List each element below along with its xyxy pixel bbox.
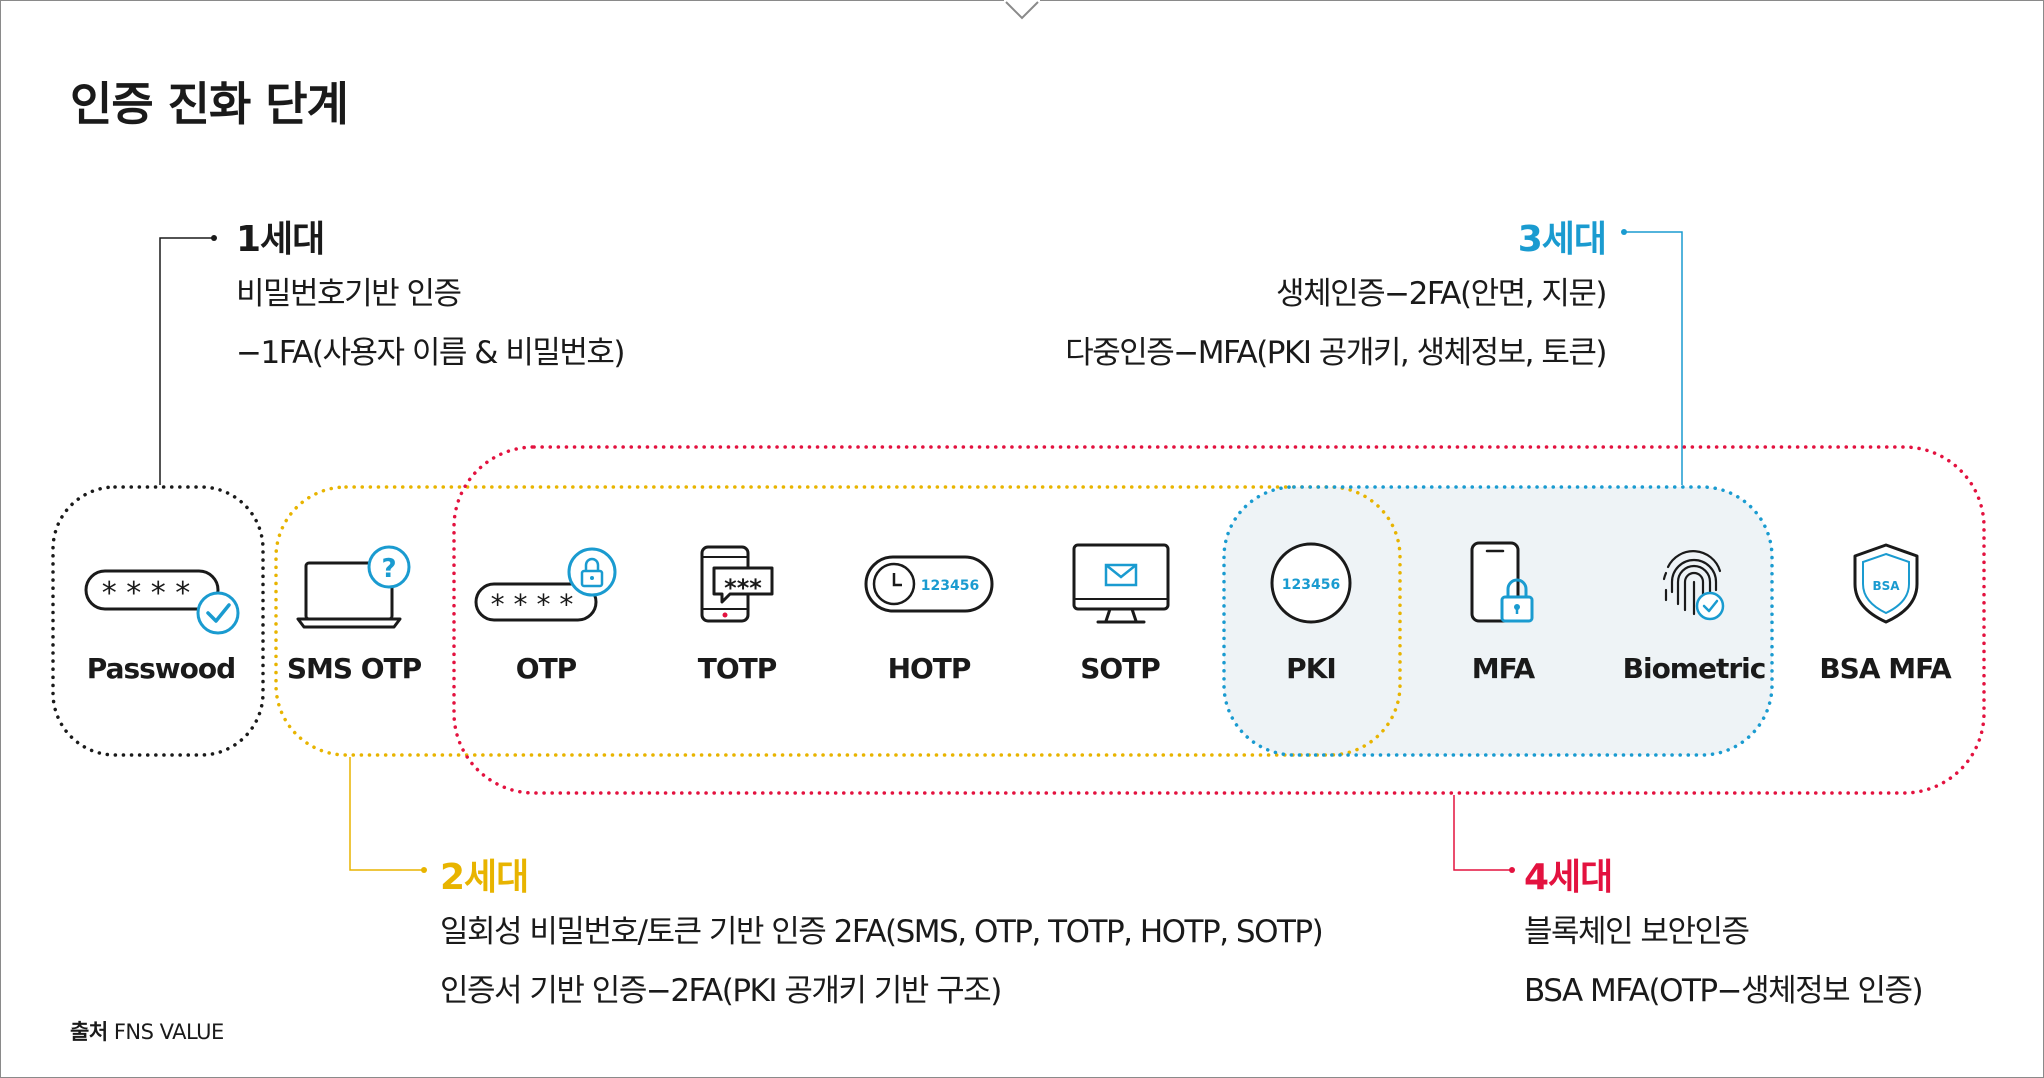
shield-bsa-icon: BSA	[1853, 543, 1919, 624]
gen1-line-2: −1FA(사용자 이름 & 비밀번호)	[236, 335, 626, 371]
gen3-group-outline	[1222, 485, 1774, 757]
item-label-sms-otp: SMS OTP	[286, 652, 422, 685]
item-label-mfa: MFA	[1471, 652, 1535, 685]
gen1-leader-line	[159, 237, 214, 485]
source-note: 출처 FNS VALUE	[70, 1016, 224, 1046]
svg-text:?: ?	[381, 554, 396, 584]
monitor-mail-icon	[1072, 543, 1170, 624]
gen3-label: 3세대	[1517, 219, 1607, 260]
bsa-badge-text: BSA	[1872, 579, 1900, 593]
gen3-line-2: 다중인증−MFA(PKI 공개키, 생체정보, 토큰)	[1065, 335, 1607, 371]
gen3-leader-line	[1624, 231, 1683, 485]
gen1-label: 1세대	[236, 219, 325, 260]
item-label-sotp: SOTP	[1080, 652, 1161, 685]
password-check-icon: * * * *	[84, 569, 240, 635]
gen2-line-1: 일회성 비밀번호/토큰 기반 인증 2FA(SMS, OTP, TOTP, HO…	[440, 914, 1324, 950]
gen3-line-1: 생체인증−2FA(안면, 지문)	[1276, 276, 1607, 312]
item-label-bsa-mfa: BSA MFA	[1819, 652, 1951, 685]
gen4-group-outline	[452, 445, 1986, 795]
gen4-line-1: 블록체인 보안인증	[1524, 914, 1750, 950]
gen4-line-2: BSA MFA(OTP−생체정보 인증)	[1524, 973, 1924, 1009]
fingerprint-icon	[1662, 550, 1725, 621]
gen2-leader-line	[349, 757, 424, 871]
gen2-label: 2세대	[440, 857, 529, 898]
item-label-otp: OTP	[515, 652, 577, 685]
gen2-line-2: 인증서 기반 인증−2FA(PKI 공개키 기반 구조)	[440, 973, 1002, 1009]
gen4-leader-line	[1453, 795, 1512, 871]
source-value: FNS VALUE	[113, 1020, 224, 1044]
item-label-passwood: Passwood	[86, 652, 236, 685]
gen4-label: 4세대	[1524, 857, 1613, 898]
phone-chat-password-icon: ***	[700, 545, 774, 623]
item-label-hotp: HOTP	[887, 652, 972, 685]
gen1-group-outline	[51, 485, 265, 757]
source-label: 출처	[70, 1020, 108, 1044]
password-mask-text: * * * *	[102, 576, 191, 611]
item-label-totp: TOTP	[697, 652, 778, 685]
token-circle-icon: 123456	[1270, 542, 1352, 624]
totp-mask-text: ***	[724, 574, 762, 602]
gen1-line-1: 비밀번호기반 인증	[236, 276, 462, 312]
diagram-title: 인증 진화 단계	[70, 77, 349, 131]
top-notch-icon	[1004, 0, 1040, 20]
otp-mask-text: * * * *	[491, 588, 574, 621]
gen2-group-outline	[274, 485, 1402, 757]
phone-lock-icon	[1470, 541, 1534, 623]
hotp-code-text: 123456	[921, 578, 979, 594]
laptop-question-icon: ?	[296, 545, 411, 629]
pki-code-text: 123456	[1282, 577, 1340, 593]
password-lock-icon: * * * *	[474, 547, 617, 622]
item-label-biometric: Biometric	[1622, 652, 1767, 685]
item-label-pki: PKI	[1286, 652, 1337, 685]
clock-token-icon: 123456	[864, 555, 994, 613]
